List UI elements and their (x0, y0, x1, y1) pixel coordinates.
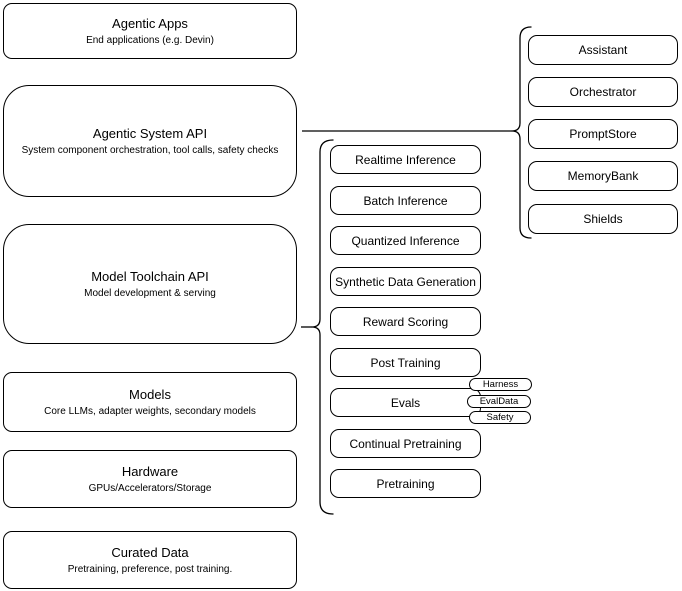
node-realtime-inference: Realtime Inference (330, 145, 481, 174)
node-batch-inference: Batch Inference (330, 186, 481, 215)
pill-label: Safety (486, 412, 514, 423)
box-subtitle: End applications (e.g. Devin) (86, 34, 214, 46)
node-label: Realtime Inference (355, 152, 456, 167)
box-title: Agentic System API (92, 125, 208, 141)
node-label: Pretraining (376, 476, 435, 491)
node-assistant: Assistant (528, 35, 678, 65)
pill-label: EvalData (479, 396, 519, 407)
node-label: Batch Inference (363, 193, 448, 208)
node-synthetic-data-generation: Synthetic Data Generation (330, 267, 481, 296)
node-continual-pretraining: Continual Pretraining (330, 429, 481, 458)
node-label: Evals (390, 395, 421, 410)
node-label: Post Training (370, 355, 441, 370)
node-shields: Shields (528, 204, 678, 234)
node-label: PromptStore (569, 127, 637, 141)
box-subtitle: Model development & serving (84, 287, 216, 299)
box-subtitle: Pretraining, preference, post training. (67, 563, 233, 575)
node-label: MemoryBank (567, 169, 639, 183)
node-evals: Evals (330, 388, 481, 417)
box-hardware: Hardware GPUs/Accelerators/Storage (3, 450, 297, 508)
node-reward-scoring: Reward Scoring (330, 307, 481, 336)
pill-safety: Safety (469, 411, 531, 424)
box-title: Curated Data (111, 544, 189, 560)
node-label: Reward Scoring (362, 314, 449, 329)
node-label: Quantized Inference (351, 233, 460, 248)
node-label: Shields (583, 212, 623, 226)
box-subtitle: Core LLMs, adapter weights, secondary mo… (44, 405, 256, 417)
node-orchestrator: Orchestrator (528, 77, 678, 107)
box-subtitle: GPUs/Accelerators/Storage (88, 482, 212, 494)
pill-evaldata: EvalData (467, 395, 531, 408)
node-label: Continual Pretraining (349, 436, 462, 451)
box-title: Hardware (121, 463, 179, 479)
box-model-toolchain-api: Model Toolchain API Model development & … (3, 224, 297, 344)
pill-harness: Harness (469, 378, 532, 391)
node-quantized-inference: Quantized Inference (330, 226, 481, 255)
node-pretraining: Pretraining (330, 469, 481, 498)
box-agentic-system-api: Agentic System API System component orch… (3, 85, 297, 197)
box-models: Models Core LLMs, adapter weights, secon… (3, 372, 297, 432)
pill-label: Harness (482, 379, 519, 390)
node-memorybank: MemoryBank (528, 161, 678, 191)
node-label: Assistant (578, 43, 628, 57)
box-title: Models (129, 386, 171, 402)
node-promptstore: PromptStore (528, 119, 678, 149)
box-subtitle: System component orchestration, tool cal… (21, 144, 279, 156)
box-title: Model Toolchain API (91, 268, 209, 284)
box-curated-data: Curated Data Pretraining, preference, po… (3, 531, 297, 589)
node-post-training: Post Training (330, 348, 481, 377)
box-agentic-apps: Agentic Apps End applications (e.g. Devi… (3, 3, 297, 59)
box-title: Agentic Apps (112, 15, 188, 31)
node-label: Synthetic Data Generation (335, 274, 476, 289)
node-label: Orchestrator (569, 85, 637, 99)
